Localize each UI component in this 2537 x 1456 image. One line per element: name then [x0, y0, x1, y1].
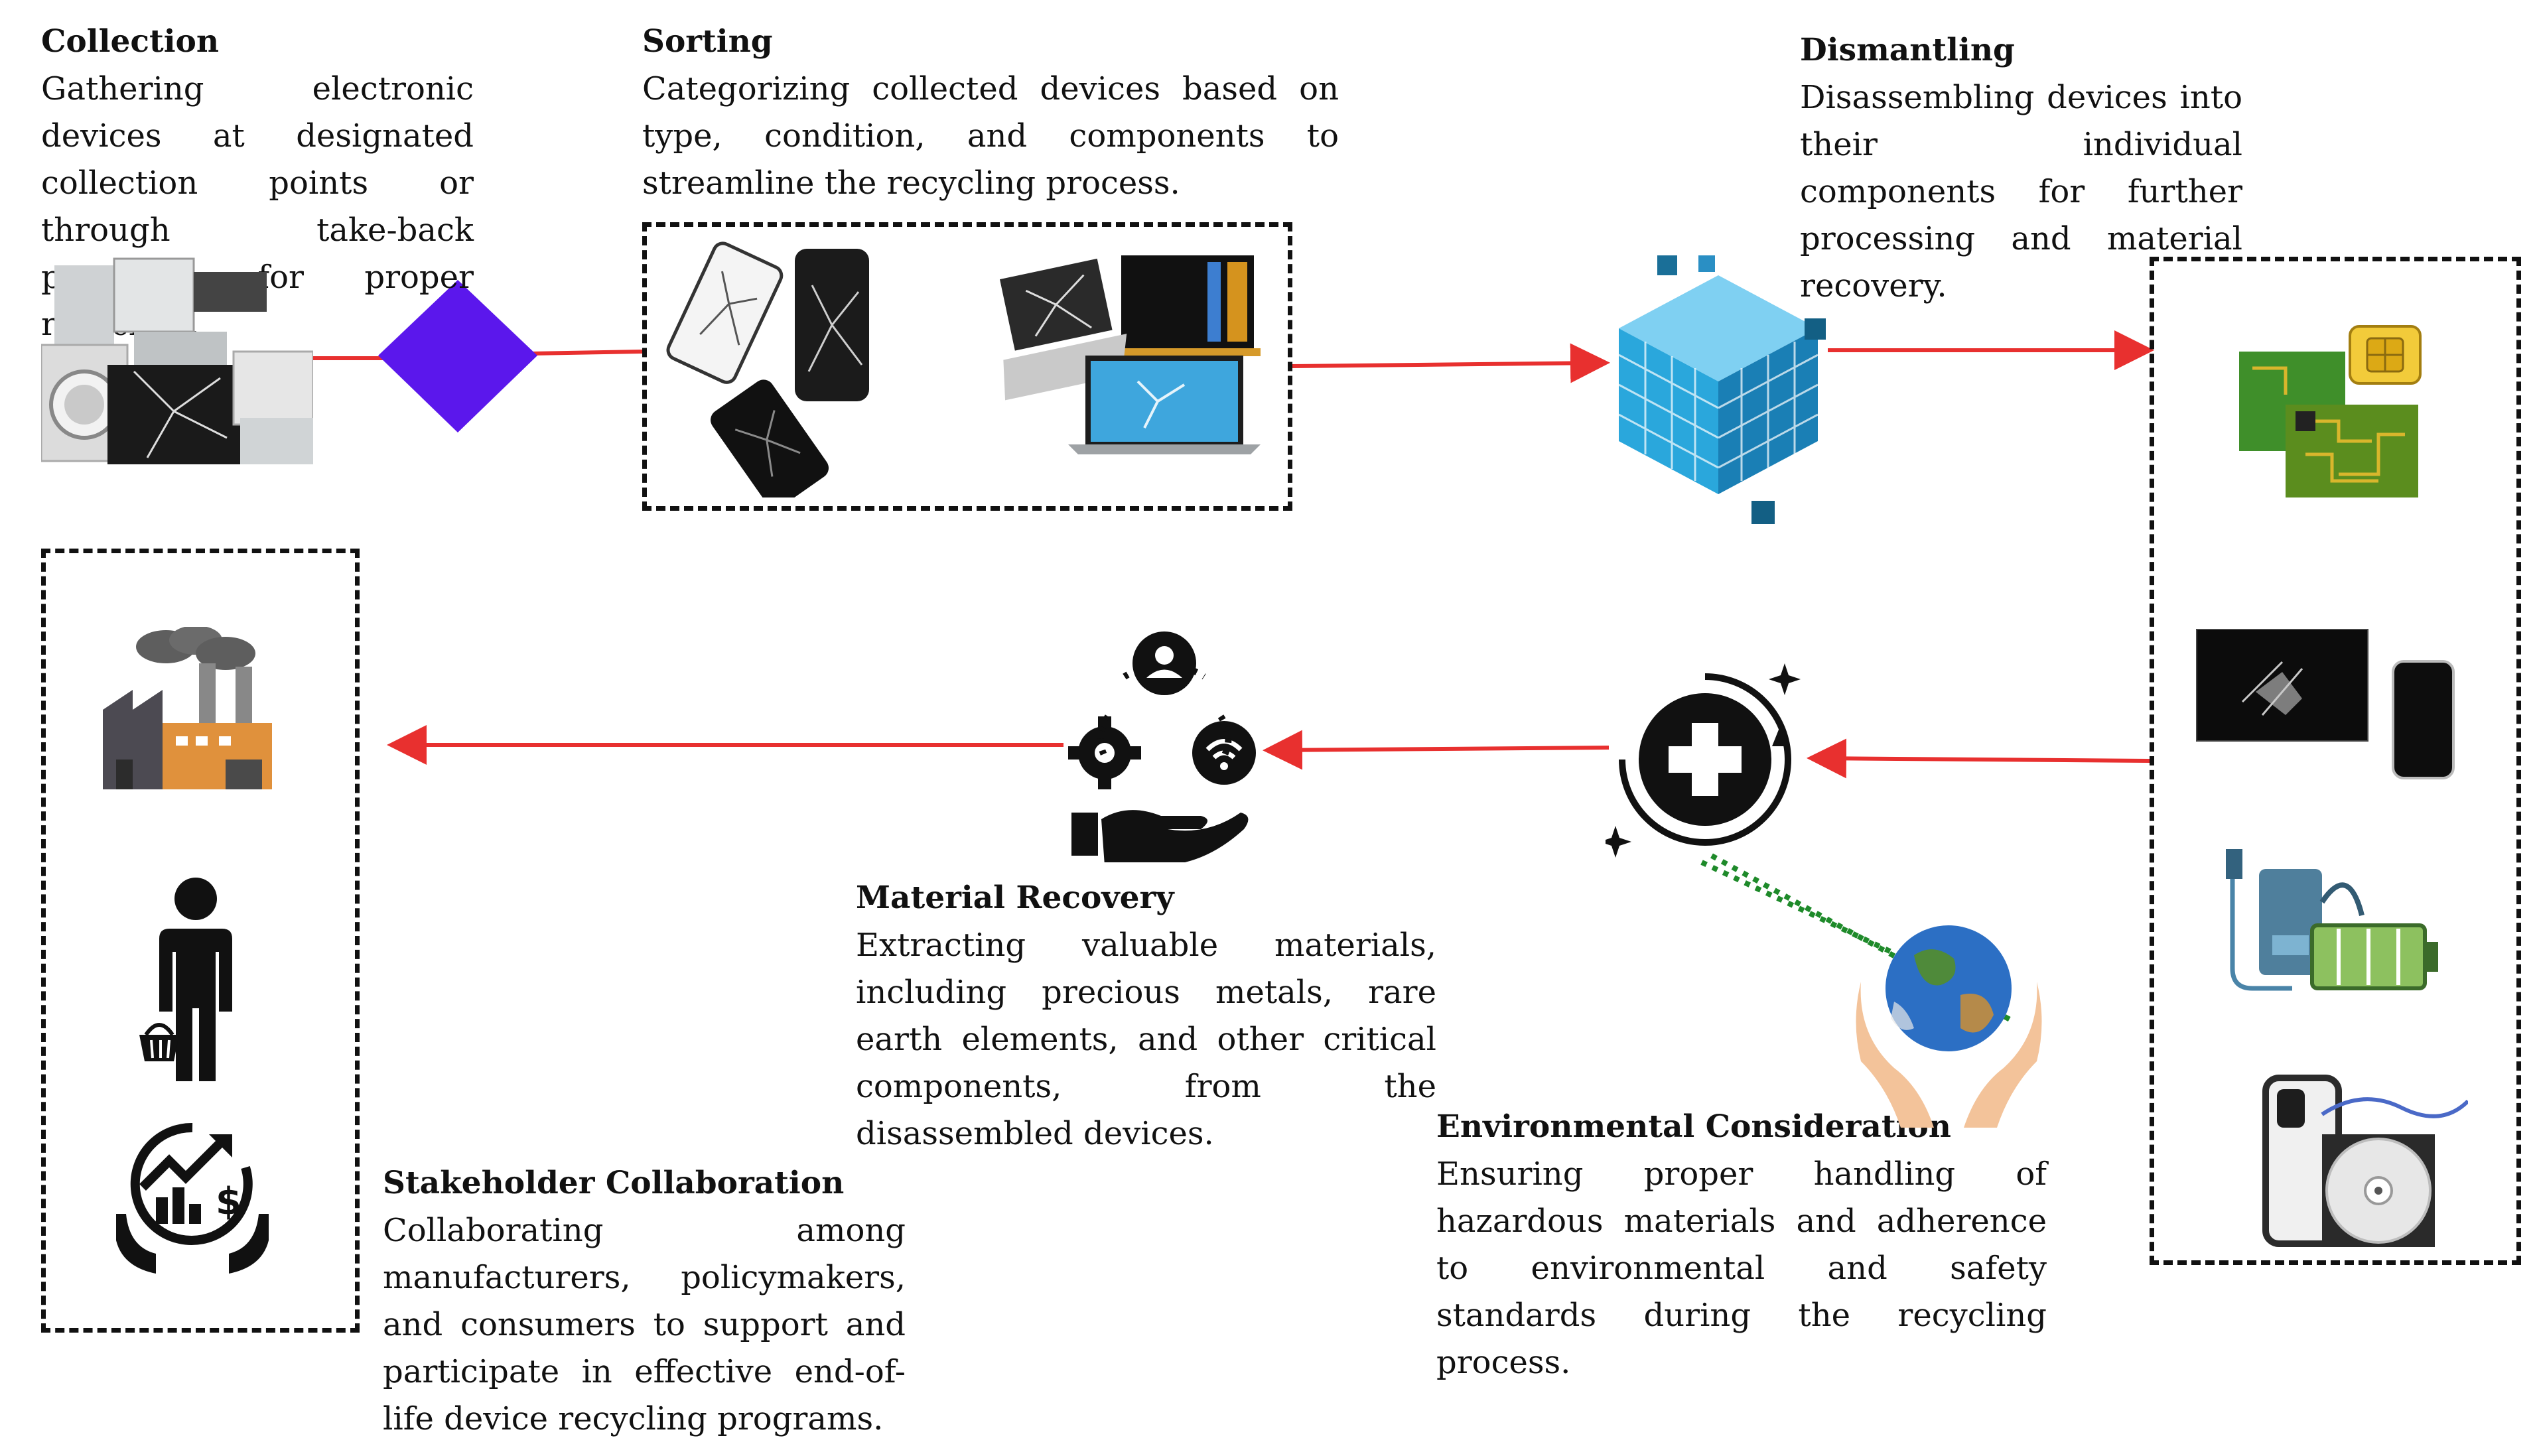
svg-text:$: $ [216, 1180, 241, 1223]
stakeholder-block: Stakeholder Collaboration Collaborating … [383, 1159, 906, 1443]
material-recovery-title: Material Recovery [856, 880, 1174, 916]
charger-battery-icon [2226, 849, 2438, 991]
collection-title: Collection [41, 23, 220, 60]
arrow-sorting-dismantling [1292, 343, 1610, 383]
broken-smartphones-icon [666, 241, 869, 497]
sorting-frame [642, 222, 1292, 511]
people-gear-hand-icon [1068, 631, 1256, 862]
environmental-title: Environmental Consideration [1436, 1108, 1951, 1145]
material-recovery-block: Material Recovery Extracting valuable ma… [856, 874, 1436, 1158]
broken-laptops-icon [999, 255, 1261, 454]
earth-in-hands-icon [1856, 925, 2042, 1128]
consumer-with-basket-icon [139, 878, 232, 1081]
sorting-description: Categorizing collected devices based on … [642, 70, 1339, 202]
data-cube-icon [1618, 255, 1826, 524]
cd-disc-icon [2321, 1097, 2468, 1247]
sorting-title: Sorting [642, 23, 773, 60]
stakeholder-description: Collaborating among manufacturers, polic… [383, 1212, 906, 1437]
dismantling-title: Dismantling [1800, 32, 2015, 68]
sorting-block: Sorting Categorizing collected devices b… [642, 18, 1339, 207]
phone-icon [2392, 660, 2455, 779]
stakeholder-frame [41, 549, 360, 1333]
factory-icon [103, 627, 272, 789]
money-growth-hands-icon: $ [116, 1122, 269, 1274]
display-panel-icon [2196, 629, 2368, 742]
dismantling-description: Disassembling devices into their individ… [1800, 79, 2242, 304]
arrow-environmental-recovery [1263, 730, 1610, 770]
arrow-diamond-sorting [530, 350, 643, 356]
components-frame [2150, 257, 2521, 1265]
appliances-pile-icon [41, 257, 313, 464]
health-plus-cycle-icon [1606, 663, 1801, 858]
stakeholder-title: Stakeholder Collaboration [383, 1165, 845, 1201]
arrow-components-environmental [1807, 738, 2152, 779]
sim-chip-icon [2349, 325, 2422, 385]
dismantling-block: Dismantling Disassembling devices into t… [1800, 27, 2242, 310]
circuit-board-icon [2239, 352, 2418, 497]
material-recovery-description: Extracting valuable materials, including… [856, 927, 1436, 1152]
environmental-description: Ensuring proper handling of hazardous ma… [1436, 1156, 2047, 1381]
decision-diamond [378, 280, 537, 432]
environmental-block: Environmental Consideration Ensuring pro… [1436, 1103, 2047, 1386]
